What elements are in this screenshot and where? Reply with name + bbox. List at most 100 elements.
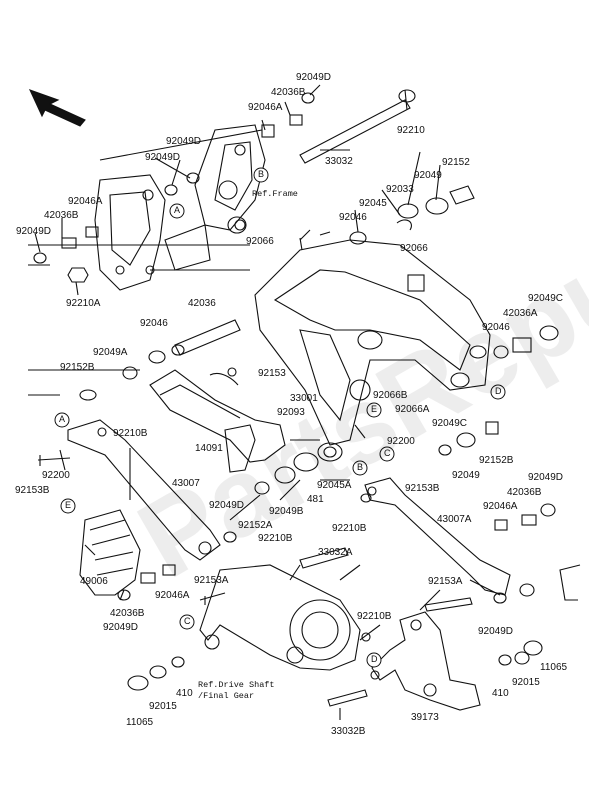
callout-label: B xyxy=(258,169,265,179)
part-label: 92153A xyxy=(428,576,463,587)
part-label: 92210 xyxy=(397,125,425,136)
part-label: 92033 xyxy=(386,184,414,195)
part-label: 33032B xyxy=(331,726,366,737)
callout-label: A xyxy=(174,205,181,215)
part-label: 92049D xyxy=(528,472,564,483)
part-label: 92049C xyxy=(432,418,468,429)
callout-circle xyxy=(54,412,70,428)
part-label: 92049 xyxy=(414,170,442,181)
callout-circle xyxy=(490,384,506,400)
part-label: 92015 xyxy=(149,701,177,712)
axle-rod-42036 xyxy=(174,319,241,356)
part-label: 92046A xyxy=(483,501,518,512)
tie-rod-39173 xyxy=(371,611,481,711)
part-label: 92046A xyxy=(68,196,103,207)
part-label: 92046 xyxy=(140,318,168,329)
ref-drive-note-1: Ref.Drive Shaft xyxy=(198,680,275,690)
callout-label: C xyxy=(384,448,391,458)
callout-circle xyxy=(169,203,185,219)
callout-label: E xyxy=(65,500,72,510)
linkage-rod-left xyxy=(67,419,221,561)
ref-drive-note-2: /Final Gear xyxy=(198,691,255,701)
swing-arm xyxy=(254,239,491,446)
part-label: 92210A xyxy=(66,298,101,309)
part-label: 92153A xyxy=(194,575,229,586)
part-label: 92152B xyxy=(479,455,514,466)
part-label: 33001 xyxy=(290,393,318,404)
part-label: 92200 xyxy=(387,436,415,447)
part-label: 92153B xyxy=(405,483,440,494)
part-label: 92066 xyxy=(400,243,428,254)
part-label: 92093 xyxy=(277,407,305,418)
part-label: 92066B xyxy=(373,390,408,401)
part-label: 43007A xyxy=(437,514,472,525)
part-label: 92210B xyxy=(332,523,367,534)
part-label: 92049D xyxy=(145,152,181,163)
part-label: 49006 xyxy=(80,576,108,587)
part-label: 92049B xyxy=(269,506,304,517)
part-label: 11065 xyxy=(126,717,154,728)
part-label: 92049D xyxy=(103,622,139,633)
part-label: 92049D xyxy=(16,226,52,237)
part-label: 11065 xyxy=(540,662,568,673)
pivot-nut xyxy=(449,185,475,205)
part-label: 42036A xyxy=(503,308,538,319)
part-label: 92049 xyxy=(452,470,480,481)
part-label: 92066A xyxy=(395,404,430,415)
part-label: 92049D xyxy=(478,626,514,637)
part-label: 92152B xyxy=(60,362,95,373)
part-label: 92046 xyxy=(339,212,367,223)
part-label: 42036 xyxy=(188,298,216,309)
part-label: 43007 xyxy=(172,478,200,489)
part-label: 92153 xyxy=(258,368,286,379)
part-label: 92153B xyxy=(15,485,50,496)
part-label: 92049C xyxy=(528,293,564,304)
callout-circle xyxy=(352,460,368,476)
part-label: 92049A xyxy=(93,347,128,358)
callout-label: C xyxy=(184,616,191,626)
part-label: 92015 xyxy=(512,677,540,688)
frame-bracket-left xyxy=(94,174,166,291)
callout-label: E xyxy=(371,404,378,414)
callout-label: D xyxy=(371,654,378,664)
callout-circle xyxy=(253,167,269,183)
part-label: 92045A xyxy=(317,480,352,491)
part-label: 42036B xyxy=(44,210,79,221)
dust-boot xyxy=(79,509,141,596)
final-drive-housing xyxy=(199,564,361,671)
part-label: 92066 xyxy=(246,236,274,247)
part-label: 92046 xyxy=(482,322,510,333)
chain-guard xyxy=(149,369,286,463)
part-label: 92049D xyxy=(166,136,202,147)
part-label: 92152A xyxy=(238,520,273,531)
callout-circle xyxy=(379,446,395,462)
part-label: 14091 xyxy=(195,443,223,454)
part-label: 92046A xyxy=(155,590,190,601)
part-label: 42036B xyxy=(110,608,145,619)
part-label: 410 xyxy=(492,688,509,699)
part-label: 92210B xyxy=(357,611,392,622)
part-label: 92210B xyxy=(258,533,293,544)
part-label: 92049D xyxy=(296,72,332,83)
part-label: 33032A xyxy=(318,547,353,558)
part-label: 481 xyxy=(307,494,324,505)
part-label: 33032 xyxy=(325,156,353,167)
callout-circle xyxy=(366,402,382,418)
direction-arrow-icon xyxy=(28,89,86,127)
pivot-shaft xyxy=(299,99,411,164)
part-label: 42036B xyxy=(271,87,306,98)
part-label: 42036B xyxy=(507,487,542,498)
part-label: 92200 xyxy=(42,470,70,481)
part-label: 92210B xyxy=(113,428,148,439)
part-label: 92046A xyxy=(248,102,283,113)
part-label: 92152 xyxy=(442,157,470,168)
part-label: 92045 xyxy=(359,198,387,209)
part-label: 410 xyxy=(176,688,193,699)
part-label: 39173 xyxy=(411,712,439,723)
callout-circle xyxy=(179,614,195,630)
part-label: 92049D xyxy=(209,500,245,511)
callout-label: D xyxy=(495,386,502,396)
callout-circle xyxy=(60,498,76,514)
ref-frame-note: Ref.Frame xyxy=(252,189,298,199)
